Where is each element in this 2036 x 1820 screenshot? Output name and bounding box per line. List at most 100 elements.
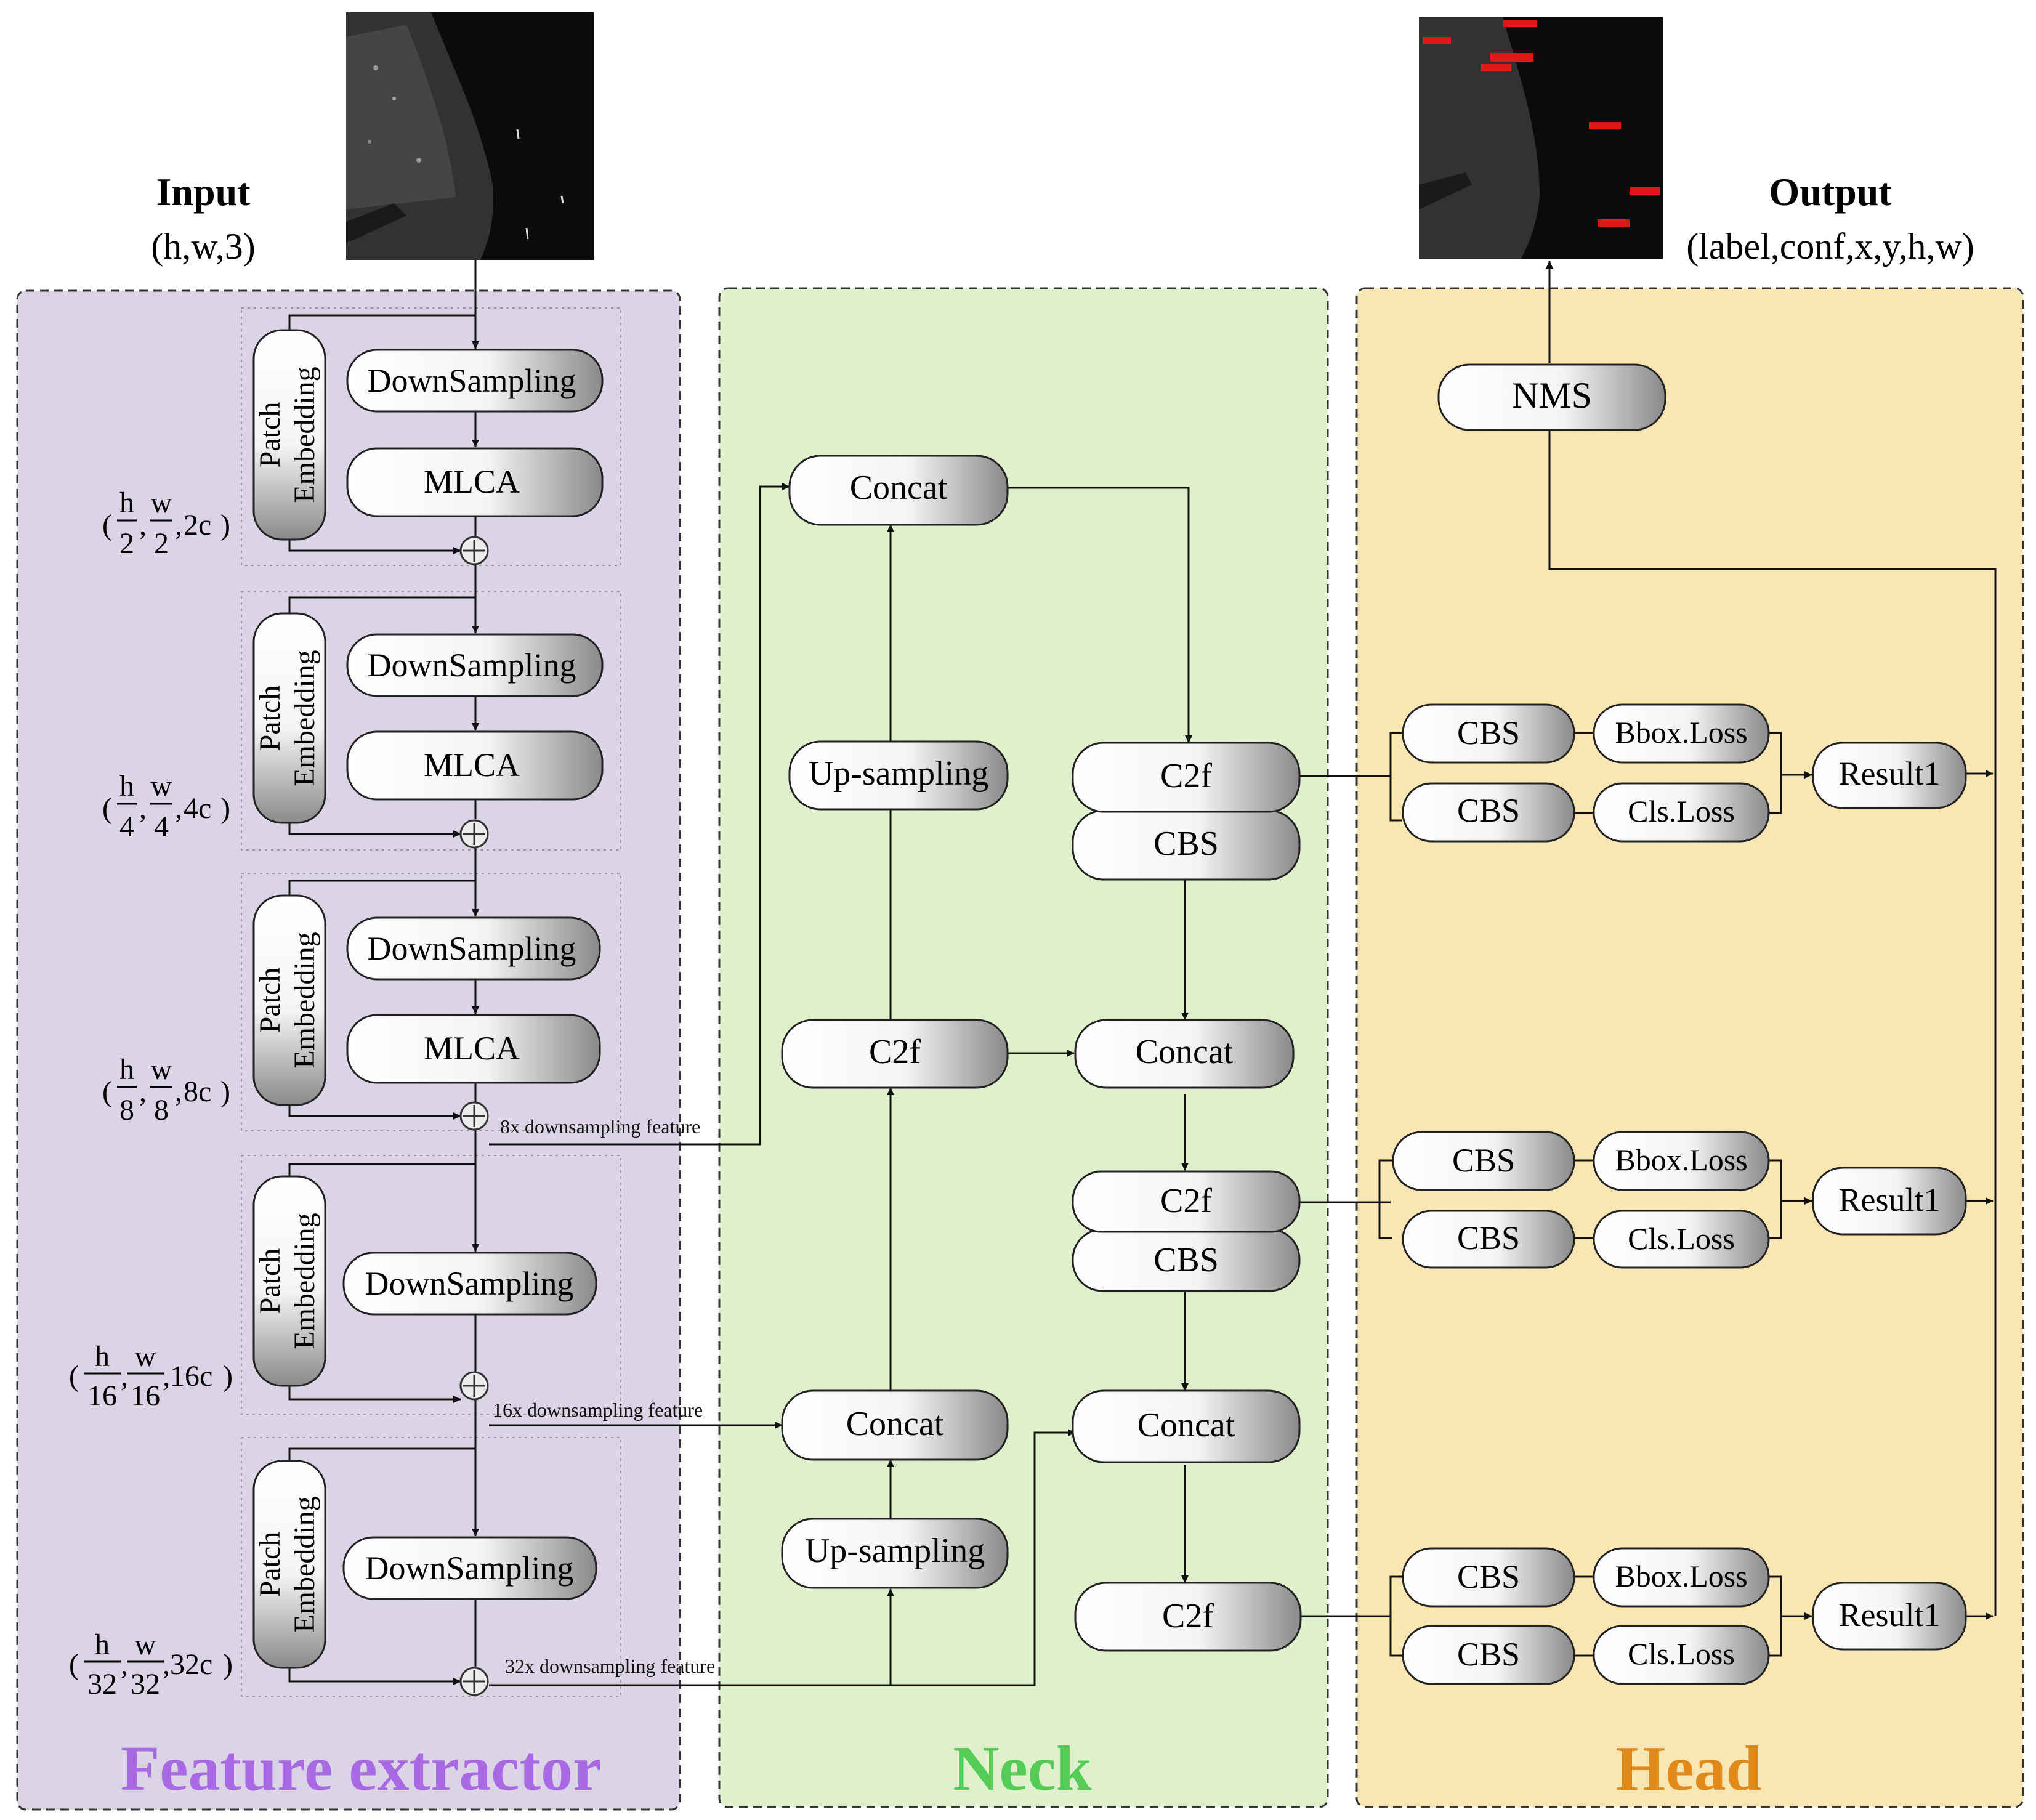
svg-text:,: , [175, 509, 182, 541]
head-cls-loss-3: Cls.Loss [1593, 1625, 1770, 1685]
svg-text:CBS: CBS [1457, 792, 1520, 829]
feature-label-16x: 16x downsampling feature [493, 1399, 703, 1421]
downsampling-node-stage-4: DownSampling [342, 1252, 597, 1316]
svg-text:w: w [151, 770, 172, 803]
svg-text:(: ( [69, 1360, 79, 1393]
svg-text:w: w [151, 1053, 172, 1086]
svg-text:Patch: Patch [254, 1248, 286, 1314]
svg-text:CBS: CBS [1457, 1558, 1520, 1595]
head-cbs-1a: CBS [1402, 703, 1575, 764]
svg-text:): ) [220, 509, 230, 541]
svg-text:Result1: Result1 [1838, 755, 1940, 792]
svg-text:h: h [119, 770, 134, 803]
svg-text:Embedding: Embedding [288, 1213, 321, 1349]
output-image [1419, 17, 1663, 259]
input-image [346, 12, 594, 260]
mlca-node-stage-3: MLCA [346, 1014, 601, 1084]
shape-annotation-stage-5: ( h 32 , w 32 , 32c ) [69, 1628, 233, 1701]
svg-text:Up-sampling: Up-sampling [805, 1532, 985, 1570]
neck-c2f-bottom: C2f [1074, 1582, 1302, 1652]
input-title: Input [156, 170, 251, 214]
neck-concat-middle: Concat [1074, 1019, 1295, 1089]
svg-text:Concat: Concat [1136, 1033, 1234, 1071]
sum-node [459, 819, 489, 849]
head-panel [1355, 287, 2024, 1808]
svg-text:DownSampling: DownSampling [367, 930, 576, 967]
svg-text:(: ( [102, 509, 112, 541]
connectors [288, 260, 1997, 1686]
patch-embedding-stage-4: Patch Embedding [252, 1175, 326, 1387]
svg-text:16c: 16c [170, 1360, 212, 1393]
svg-text:,: , [139, 792, 147, 825]
svg-text:CBS: CBS [1457, 714, 1520, 751]
svg-text:DownSampling: DownSampling [367, 362, 576, 399]
svg-text:Embedding: Embedding [288, 932, 321, 1068]
svg-text:): ) [220, 1075, 230, 1108]
svg-text:Patch: Patch [254, 686, 286, 751]
shape-annotation-stage-3: ( h 8 , w 8 , 8c ) [102, 1053, 230, 1126]
detection-box [1490, 53, 1533, 62]
head-cbs-1b: CBS [1402, 782, 1575, 843]
svg-text:Cls.Loss: Cls.Loss [1628, 1221, 1735, 1256]
svg-text:DownSampling: DownSampling [365, 1550, 573, 1587]
svg-text:4c: 4c [184, 792, 211, 825]
svg-text:2: 2 [119, 527, 134, 560]
svg-text:CBS: CBS [1153, 825, 1219, 863]
detection-box [1630, 187, 1660, 195]
svg-text:C2f: C2f [1160, 757, 1212, 795]
svg-text:Result1: Result1 [1838, 1181, 1940, 1218]
head-result-3: Result1 [1812, 1582, 1967, 1651]
neck-upsampling-top: Up-sampling [788, 740, 1009, 811]
svg-text:Embedding: Embedding [288, 650, 321, 786]
svg-text:Up-sampling: Up-sampling [809, 754, 988, 793]
svg-text:2c: 2c [184, 509, 211, 541]
mlca-node-stage-1: MLCA [346, 447, 604, 517]
svg-text:16: 16 [87, 1380, 117, 1412]
svg-text:(: ( [69, 1648, 79, 1681]
detection-box [1481, 64, 1511, 71]
neck-c2f-middle: C2f [1072, 1170, 1301, 1233]
input-shape: (h,w,3) [151, 226, 255, 267]
neck-c2f-upper: C2f [1072, 742, 1301, 813]
svg-text:h: h [119, 1053, 134, 1086]
downsampling-node-stage-1: DownSampling [346, 349, 604, 413]
sum-node [459, 1667, 489, 1696]
neck-concat-bottom-left: Concat [781, 1389, 1009, 1461]
svg-text:MLCA: MLCA [424, 746, 520, 783]
svg-text:): ) [223, 1648, 233, 1681]
sum-node [459, 536, 489, 565]
head-result-2: Result1 [1812, 1167, 1967, 1236]
svg-text:w: w [135, 1340, 156, 1373]
downsampling-node-stage-2: DownSampling [346, 633, 604, 697]
svg-text:): ) [220, 792, 230, 825]
feature-label-32x: 32x downsampling feature [505, 1655, 715, 1677]
svg-text:): ) [223, 1360, 233, 1393]
svg-text:Concat: Concat [850, 469, 948, 507]
head-nms: NMS [1437, 363, 1666, 431]
svg-text:32: 32 [131, 1668, 160, 1701]
svg-text:Concat: Concat [846, 1405, 944, 1443]
svg-text:8: 8 [119, 1094, 134, 1126]
stage-outlines [241, 307, 621, 1697]
svg-text:h: h [95, 1340, 110, 1373]
svg-text:32c: 32c [170, 1648, 212, 1681]
head-cbs-3a: CBS [1402, 1547, 1575, 1608]
neck-upsampling-bottom: Up-sampling [781, 1518, 1009, 1589]
svg-text:h: h [119, 487, 134, 519]
mlca-node-stage-2: MLCA [346, 730, 604, 801]
patch-embedding-stage-3: Patch Embedding [252, 894, 326, 1106]
neck-cbs-upper: CBS [1072, 809, 1301, 881]
svg-text:,: , [121, 1648, 128, 1681]
patch-embedding-stage-2: Patch Embedding [252, 612, 326, 824]
svg-text:MLCA: MLCA [424, 1030, 520, 1067]
neck-concat-top: Concat [788, 455, 1009, 526]
svg-text:DownSampling: DownSampling [365, 1265, 573, 1302]
svg-text:32: 32 [87, 1668, 117, 1701]
head-cbs-2b: CBS [1402, 1210, 1575, 1269]
svg-text:Patch: Patch [254, 1532, 286, 1598]
svg-text:8: 8 [154, 1094, 169, 1126]
feature-label-8x: 8x downsampling feature [500, 1115, 700, 1138]
head-bbox-loss-3: Bbox.Loss [1593, 1547, 1770, 1608]
svg-text:Concat: Concat [1137, 1406, 1235, 1444]
